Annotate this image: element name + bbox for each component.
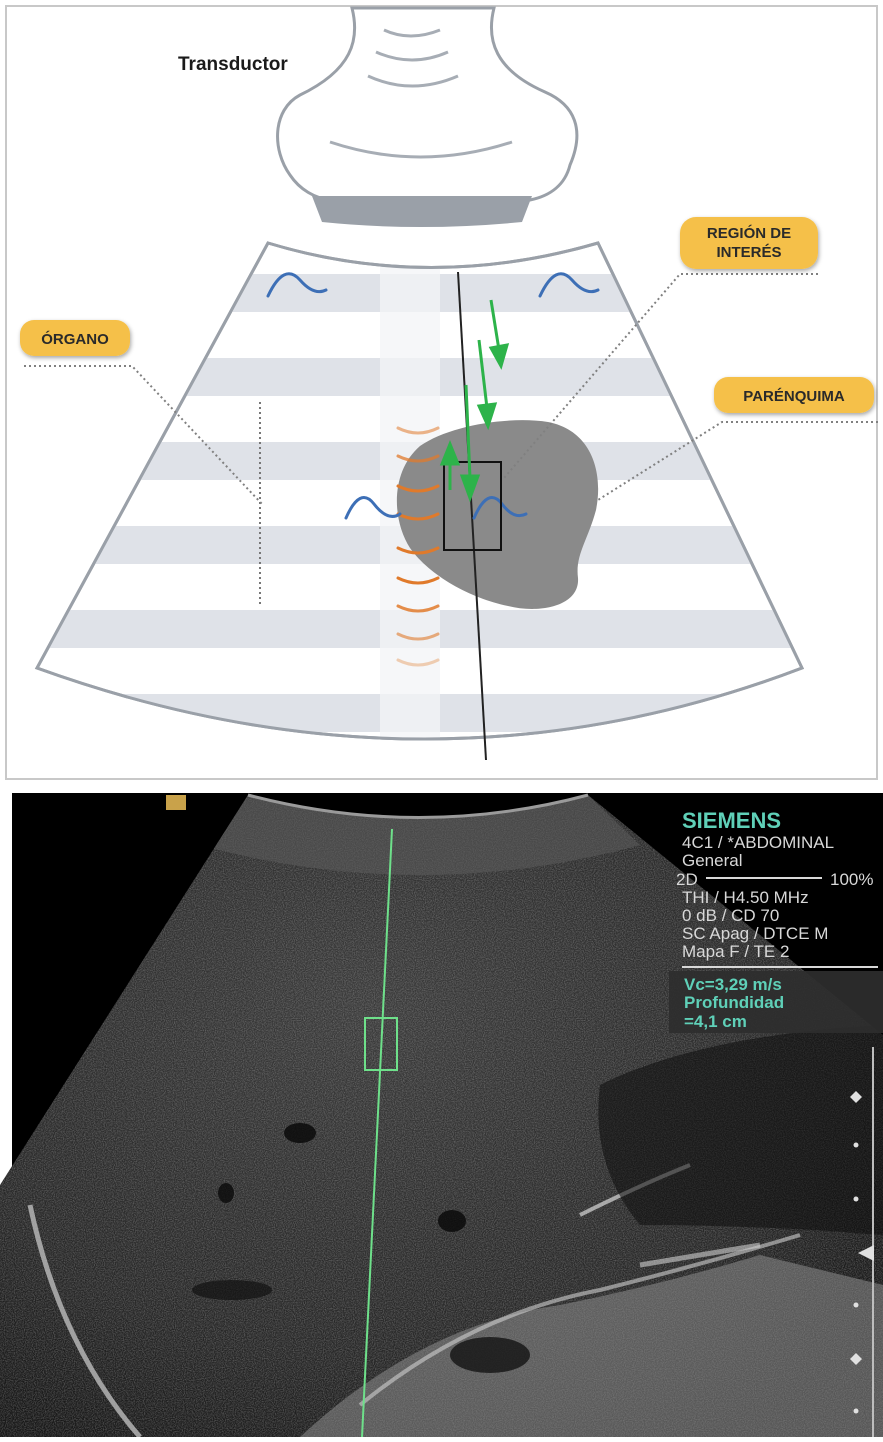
map-info: Mapa F / TE 2 (682, 942, 789, 961)
svg-text:REGIÓN DE: REGIÓN DE (707, 224, 791, 242)
brand-logo: SIEMENS (682, 808, 781, 833)
transducer-illustration (278, 8, 577, 227)
depth-label: Profundidad (684, 993, 784, 1012)
probe-info: 4C1 / *ABDOMINAL (682, 833, 834, 852)
velocity-value: Vc=3,29 m/s (684, 975, 782, 994)
transducer-label: Transductor (178, 54, 288, 75)
depth-value: =4,1 cm (684, 1012, 747, 1031)
svg-text:PARÉNQUIMA: PARÉNQUIMA (743, 388, 845, 405)
velocity-readout: Vc=3,29 m/s Profundidad =4,1 cm (669, 971, 883, 1033)
organ-label: ÓRGANO (20, 320, 130, 356)
preset-info: General (682, 851, 742, 870)
elastography-diagram: Transductor REGIÓN DE INTERÉS ÓRGANO PAR… (0, 0, 883, 785)
region-of-interest-label: REGIÓN DE INTERÉS (680, 217, 818, 269)
orientation-marker (166, 795, 186, 810)
gain-info: 0 dB / CD 70 (682, 906, 779, 925)
mode-percent: 100% (830, 870, 873, 889)
parenchyma-label: PARÉNQUIMA (714, 377, 874, 413)
svg-text:ÓRGANO: ÓRGANO (41, 330, 109, 348)
svg-text:INTERÉS: INTERÉS (716, 244, 781, 261)
mode-info: 2D (676, 870, 698, 889)
sc-info: SC Apag / DTCE M (682, 924, 828, 943)
ultrasound-image: SIEMENS 4C1 / *ABDOMINAL General 2D 100%… (0, 785, 883, 1437)
thi-info: THI / H4.50 MHz (682, 888, 809, 907)
